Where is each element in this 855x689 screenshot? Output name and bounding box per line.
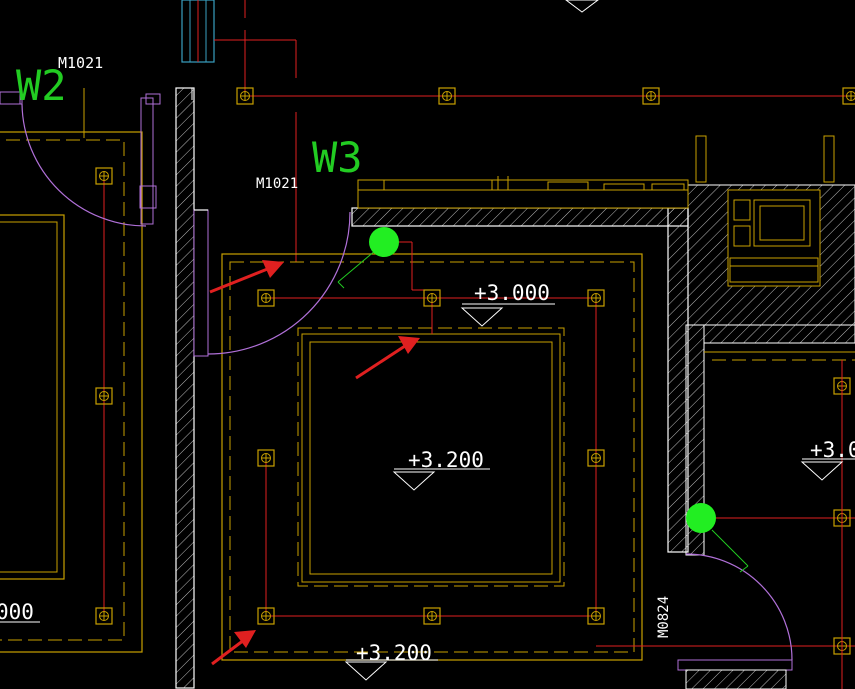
- elevation-right-partial: +3.0: [810, 438, 855, 462]
- door-tag-m1021-left: M1021: [58, 54, 103, 72]
- duct-riser: [181, 0, 297, 96]
- pointer-arrow-icon: [209, 260, 284, 294]
- pointer-arrow-icon: [211, 630, 256, 666]
- pointer-arrow-icon: [355, 336, 420, 380]
- door-tag-m1021-center: M1021: [256, 176, 298, 192]
- room-right: [704, 351, 855, 689]
- window-sill: [357, 135, 835, 209]
- annotation-arrows: [209, 260, 420, 666]
- door-m1021-left: [0, 91, 161, 227]
- elevation-center-middle: +3.200: [408, 448, 484, 472]
- selection-dot-icon[interactable]: [686, 503, 716, 533]
- door-m1021-center: [207, 211, 377, 355]
- door-m0824: [677, 529, 793, 689]
- room-w2: [0, 88, 143, 653]
- wall-vertical-left: [175, 87, 209, 689]
- elevation-left-partial: 000: [0, 600, 34, 624]
- selection-dot-icon[interactable]: [369, 227, 399, 257]
- room-tag-w3: W3: [312, 133, 363, 182]
- equipment-cabinet: [727, 189, 821, 287]
- room-tag-w2: W2: [16, 61, 67, 110]
- elevation-bottom: +3.200: [356, 641, 432, 665]
- elevation-center-top: +3.000: [474, 281, 550, 305]
- top-circuit: [245, 95, 855, 262]
- door-tag-m0824: M0824: [656, 596, 672, 638]
